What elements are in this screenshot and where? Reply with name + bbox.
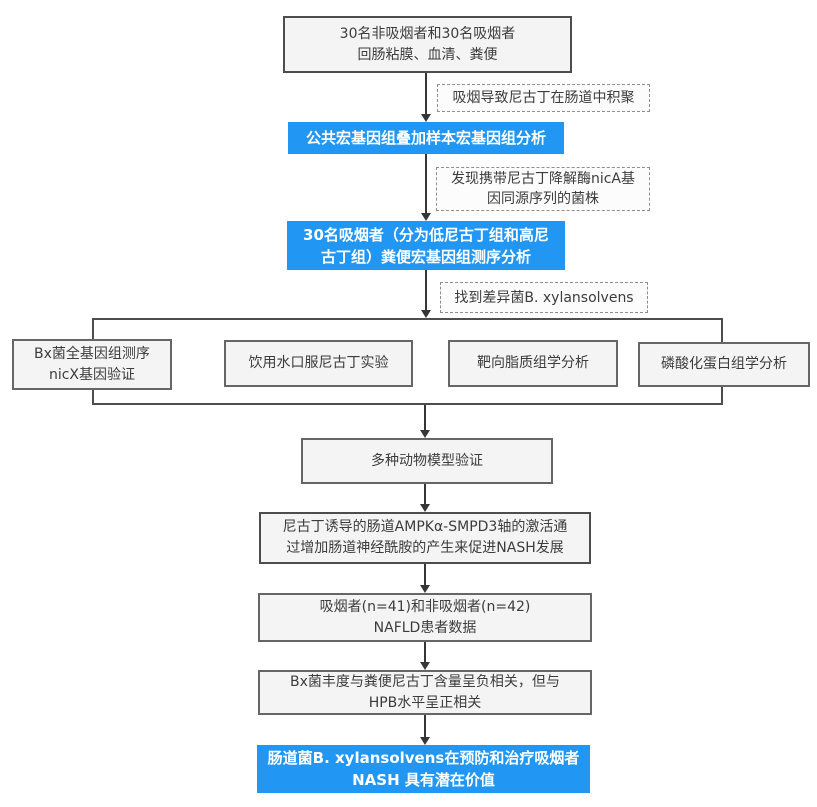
node-public-metagenome-label: 公共宏基因组叠加样本宏基因组分析 — [305, 129, 546, 147]
node-samples: 30名非吸烟者和30名吸烟者 回肠粘膜、血清、粪便 — [283, 16, 572, 73]
connector-line — [425, 73, 427, 116]
node-animal-models-label: 多种动物模型验证 — [371, 452, 483, 469]
arrow-down-icon — [420, 430, 430, 438]
node-lipidomics: 靶向脂质组学分析 — [448, 340, 618, 387]
node-phosphoproteomics: 磷酸化蛋白组学分析 — [638, 342, 810, 387]
annotation-nicotine-accumulation-label: 吸烟导致尼古丁在肠道中积聚 — [452, 90, 635, 106]
node-bx-correlation-label: Bx菌丰度与粪便尼古丁含量呈负相关，但与 HPB水平呈正相关 — [290, 673, 560, 711]
connector-line — [425, 270, 427, 312]
node-smokers-metagenome: 30名吸烟者（分为低尼古丁组和高尼 古丁组）粪便宏基因组测序分析 — [287, 221, 565, 270]
connector-arrow — [418, 405, 432, 438]
arrow-down-icon — [421, 310, 431, 318]
connector-line — [424, 405, 426, 432]
node-phosphoproteomics-label: 磷酸化蛋白组学分析 — [661, 356, 787, 372]
connector-line — [424, 642, 426, 664]
arrow-down-icon — [421, 213, 431, 221]
node-nafld-cohort: 吸烟者(n=41)和非吸烟者(n=42) NAFLD患者数据 — [258, 593, 592, 642]
arrow-down-icon — [420, 662, 430, 670]
connector-arrow — [418, 564, 432, 593]
node-bx-correlation: Bx菌丰度与粪便尼古丁含量呈负相关，但与 HPB水平呈正相关 — [258, 670, 592, 715]
connector-arrow — [418, 642, 432, 670]
annotation-bx-found: 找到差异菌B. xylansolvens — [440, 282, 648, 313]
connector-arrow — [419, 73, 433, 122]
connector-arrow — [419, 270, 433, 318]
node-ampk-axis-label: 尼古丁诱导的肠道AMPKα-SMPD3轴的激活通 过增加肠道神经酰胺的产生来促进… — [282, 519, 568, 556]
node-bx-genome: Bx菌全基因组测序 nicX基因验证 — [12, 339, 172, 390]
node-bx-genome-label: Bx菌全基因组测序 nicX基因验证 — [34, 345, 150, 383]
node-oral-nicotine: 饮用水口服尼古丁实验 — [224, 340, 413, 387]
node-samples-label: 30名非吸烟者和30名吸烟者 回肠粘膜、血清、粪便 — [339, 25, 516, 63]
connector-line — [424, 564, 426, 587]
node-lipidomics-label: 靶向脂质组学分析 — [477, 355, 589, 371]
node-conclusion: 肠道菌B. xylansolvens在预防和治疗吸烟者 NASH 具有潜在价值 — [257, 745, 590, 793]
connector-arrow — [418, 715, 432, 745]
node-nafld-cohort-label: 吸烟者(n=41)和非吸烟者(n=42) NAFLD患者数据 — [319, 598, 531, 636]
connector-arrow — [418, 484, 432, 512]
arrow-down-icon — [421, 114, 431, 122]
node-conclusion-label: 肠道菌B. xylansolvens在预防和治疗吸烟者 NASH 具有潜在价值 — [267, 749, 580, 789]
arrow-down-icon — [420, 585, 430, 593]
node-oral-nicotine-label: 饮用水口服尼古丁实验 — [248, 355, 389, 371]
annotation-bx-found-label: 找到差异菌B. xylansolvens — [454, 289, 634, 306]
connector-line — [424, 715, 426, 739]
arrow-down-icon — [420, 737, 430, 745]
arrow-down-icon — [420, 504, 430, 512]
connector-arrow — [419, 154, 433, 221]
node-animal-models: 多种动物模型验证 — [301, 438, 553, 484]
node-public-metagenome: 公共宏基因组叠加样本宏基因组分析 — [288, 122, 564, 154]
annotation-nicotine-accumulation: 吸烟导致尼古丁在肠道中积聚 — [437, 84, 650, 112]
annotation-nica-homolog: 发现携带尼古丁降解酶nicA基 因同源序列的菌株 — [436, 167, 650, 211]
annotation-nica-homolog-label: 发现携带尼古丁降解酶nicA基 因同源序列的菌株 — [450, 171, 636, 207]
node-smokers-metagenome-label: 30名吸烟者（分为低尼古丁组和高尼 古丁组）粪便宏基因组测序分析 — [303, 225, 549, 266]
connector-line — [425, 154, 427, 215]
connector-line — [424, 484, 426, 506]
node-ampk-axis: 尼古丁诱导的肠道AMPKα-SMPD3轴的激活通 过增加肠道神经酰胺的产生来促进… — [259, 512, 591, 564]
